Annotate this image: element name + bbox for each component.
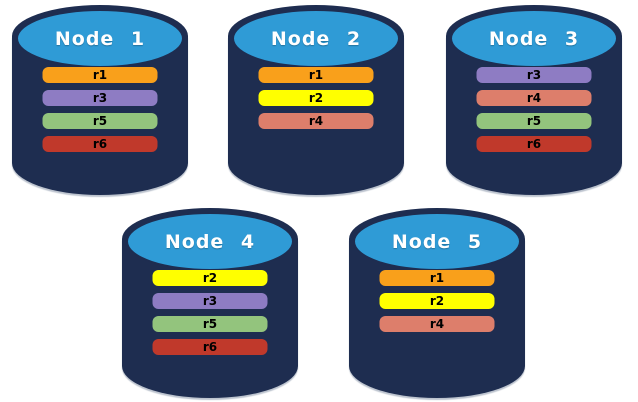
replica-label: r1 — [92, 68, 108, 82]
replica-bar-r5: r5 — [42, 113, 158, 129]
replica-label: r6 — [92, 137, 108, 151]
replica-list: r2 r3 r5 r6 — [152, 270, 268, 362]
replica-label: r5 — [92, 114, 108, 128]
replica-label: r6 — [526, 137, 542, 151]
replica-bar-r6: r6 — [42, 136, 158, 152]
replica-bar-r5: r5 — [152, 316, 268, 332]
replica-label: r2 — [429, 294, 445, 308]
cylinder-top: Node 3 — [450, 9, 618, 68]
database-node: Node 3 r3 r4 r5 r6 — [446, 5, 622, 195]
replica-label: r4 — [429, 317, 445, 331]
replica-label: r1 — [308, 68, 324, 82]
replica-list: r3 r4 r5 r6 — [476, 67, 592, 159]
cylinder-top: Node 4 — [126, 212, 294, 271]
node-title: Node 4 — [164, 230, 256, 253]
node-title: Node 2 — [270, 27, 362, 50]
replica-bar-r2: r2 — [152, 270, 268, 286]
replica-label: r5 — [526, 114, 542, 128]
replica-label: r3 — [526, 68, 542, 82]
cylinder-top: Node 2 — [232, 9, 400, 68]
database-node: Node 4 r2 r3 r5 r6 — [122, 208, 298, 398]
replica-bar-r1: r1 — [42, 67, 158, 83]
cylinder-top: Node 1 — [16, 9, 184, 68]
replica-bar-r6: r6 — [476, 136, 592, 152]
cylinder-top: Node 5 — [353, 212, 521, 271]
database-node: Node 5 r1 r2 r4 — [349, 208, 525, 398]
replica-list: r1 r3 r5 r6 — [42, 67, 158, 159]
database-node: Node 1 r1 r3 r5 r6 — [12, 5, 188, 195]
replica-label: r1 — [429, 271, 445, 285]
replica-label: r3 — [92, 91, 108, 105]
node-title: Node 3 — [488, 27, 580, 50]
replica-bar-r2: r2 — [379, 293, 495, 309]
replica-bar-r3: r3 — [152, 293, 268, 309]
replica-bar-r1: r1 — [379, 270, 495, 286]
replica-label: r6 — [202, 340, 218, 354]
replica-list: r1 r2 r4 — [258, 67, 374, 136]
replica-bar-r5: r5 — [476, 113, 592, 129]
node-title: Node 5 — [391, 230, 483, 253]
replica-bar-r4: r4 — [379, 316, 495, 332]
replica-list: r1 r2 r4 — [379, 270, 495, 339]
replica-bar-r1: r1 — [258, 67, 374, 83]
replica-bar-r6: r6 — [152, 339, 268, 355]
replica-bar-r3: r3 — [42, 90, 158, 106]
replica-label: r3 — [202, 294, 218, 308]
replica-label: r2 — [202, 271, 218, 285]
replica-label: r5 — [202, 317, 218, 331]
replica-bar-r2: r2 — [258, 90, 374, 106]
replica-label: r4 — [526, 91, 542, 105]
replica-label: r2 — [308, 91, 324, 105]
replica-bar-r4: r4 — [258, 113, 374, 129]
database-node: Node 2 r1 r2 r4 — [228, 5, 404, 195]
node-title: Node 1 — [54, 27, 146, 50]
replica-label: r4 — [308, 114, 324, 128]
replica-bar-r4: r4 — [476, 90, 592, 106]
replica-bar-r3: r3 — [476, 67, 592, 83]
